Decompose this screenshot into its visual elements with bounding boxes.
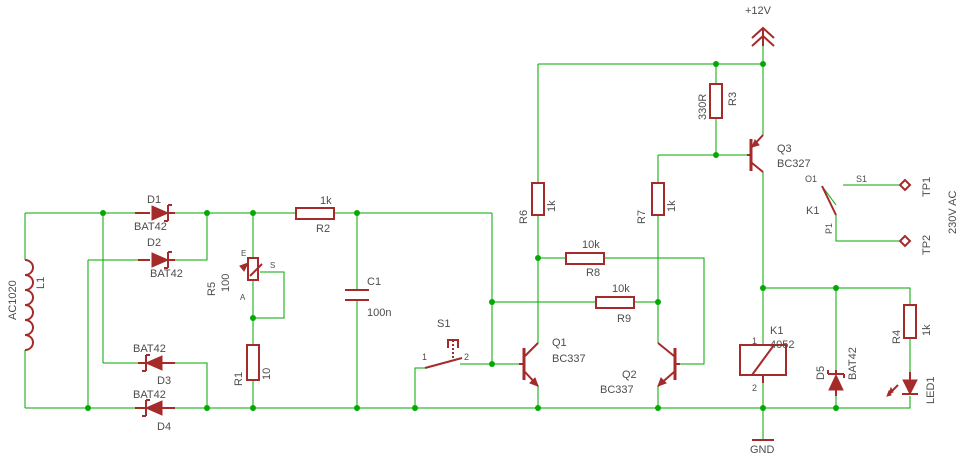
r6-value: 1k (546, 200, 558, 212)
r5-value: 100 (220, 274, 232, 292)
relay-k1-coil: 1 2 K1 4052 (739, 325, 794, 393)
r5-name: R5 (206, 282, 218, 296)
k1-pin1: 1 (752, 336, 757, 346)
resistor-r6: R6 1k (518, 182, 558, 224)
s1-pin2: 2 (464, 352, 469, 362)
switch-s1: S1 1 2 (422, 318, 469, 369)
d5-name: D5 (815, 366, 827, 380)
q3-name: Q3 (777, 143, 792, 155)
d2-value: BAT42 (150, 268, 183, 280)
q1-value: BC337 (552, 353, 586, 365)
junctions (85, 61, 839, 411)
r5-e: E (241, 249, 246, 258)
resistor-r3: 330R R3 (697, 83, 739, 120)
r2-name: R2 (316, 223, 330, 235)
k1-pin2: 2 (752, 383, 757, 393)
k1c-p1: P1 (824, 223, 834, 234)
led-led1: LED1 (886, 372, 937, 404)
r8-value: 10k (582, 239, 600, 251)
q2-value: BC337 (600, 384, 634, 396)
resistor-r9: 10k R9 (595, 283, 635, 325)
diode-d3: BAT42 D3 (133, 343, 175, 387)
d2-name: D2 (147, 237, 161, 249)
q3-value: BC327 (777, 158, 811, 170)
q1-name: Q1 (552, 337, 567, 349)
resistor-r1: R1 10 (233, 344, 273, 386)
inductor-l1: L1 AC1020 (7, 259, 47, 351)
ground-symbol: GND (750, 439, 775, 456)
r3-value: 330R (697, 94, 709, 120)
r4-name: R4 (891, 330, 903, 344)
l1-name: L1 (35, 277, 47, 289)
r3-name: R3 (727, 92, 739, 106)
transistor-q2: Q2 BC337 (600, 342, 680, 396)
r4-value: 1k (921, 324, 933, 336)
testpoint-tp1: TP1 (898, 177, 933, 197)
r1-name: R1 (233, 372, 245, 386)
diode-d4: BAT42 D4 (133, 389, 175, 433)
resistor-r7: R7 1k (636, 182, 678, 224)
d3-value: BAT42 (133, 343, 166, 355)
r5-a: A (240, 293, 246, 302)
r1-value: 10 (261, 368, 273, 380)
testpoint-tp2: TP2 (898, 234, 933, 255)
r9-name: R9 (617, 313, 631, 325)
r9-value: 10k (612, 283, 630, 295)
r5-s: S (270, 261, 275, 270)
gnd-label: GND (750, 444, 775, 456)
l1-value: AC1020 (7, 280, 19, 320)
vcc-label: +12V (745, 5, 772, 17)
r6-name: R6 (518, 210, 530, 224)
d3-name: D3 (157, 375, 171, 387)
r7-name: R7 (636, 210, 648, 224)
transistor-q1: Q1 BC337 (519, 337, 586, 387)
s1-pin1: 1 (422, 352, 427, 362)
diode-d2: D2 BAT42 (138, 237, 183, 280)
k1-name: K1 (770, 325, 783, 337)
r8-name: R8 (586, 267, 600, 279)
d1-value: BAT42 (134, 221, 167, 233)
k1-value: 4052 (770, 339, 794, 351)
transistor-q3: Q3 BC327 (747, 134, 811, 173)
d1-name: D1 (147, 194, 161, 206)
trimmer-r5: E A S R5 100 (206, 249, 275, 302)
q2-name: Q2 (622, 369, 637, 381)
d4-name: D4 (157, 421, 171, 433)
r7-value: 1k (666, 200, 678, 212)
d5-value: BAT42 (847, 347, 859, 380)
tp1-label: TP1 (921, 177, 933, 197)
led-name: LED1 (925, 376, 937, 404)
resistor-r2: 1k R2 (295, 195, 335, 235)
c1-name: C1 (367, 276, 381, 288)
d4-value: BAT42 (133, 389, 166, 401)
diode-d1: D1 BAT42 (134, 194, 175, 233)
resistor-r8: 10k R8 (565, 239, 605, 279)
c1-value: 100n (367, 307, 391, 319)
k1c-name: K1 (806, 205, 819, 217)
relay-k1-contacts: O1 S1 K1 P1 (805, 174, 867, 234)
diode-d5: D5 BAT42 (815, 347, 859, 396)
wires (24, 40, 911, 440)
capacitor-c1: C1 100n (345, 276, 391, 319)
supply-12v: +12V (745, 5, 775, 47)
tp2-label: TP2 (921, 235, 933, 255)
k1c-o1: O1 (805, 174, 817, 184)
s1-name: S1 (437, 318, 450, 330)
mains-label: 230V AC (947, 191, 959, 234)
resistor-r4: R4 1k (891, 304, 933, 344)
r2-value: 1k (320, 195, 332, 207)
k1c-s1: S1 (856, 174, 867, 184)
